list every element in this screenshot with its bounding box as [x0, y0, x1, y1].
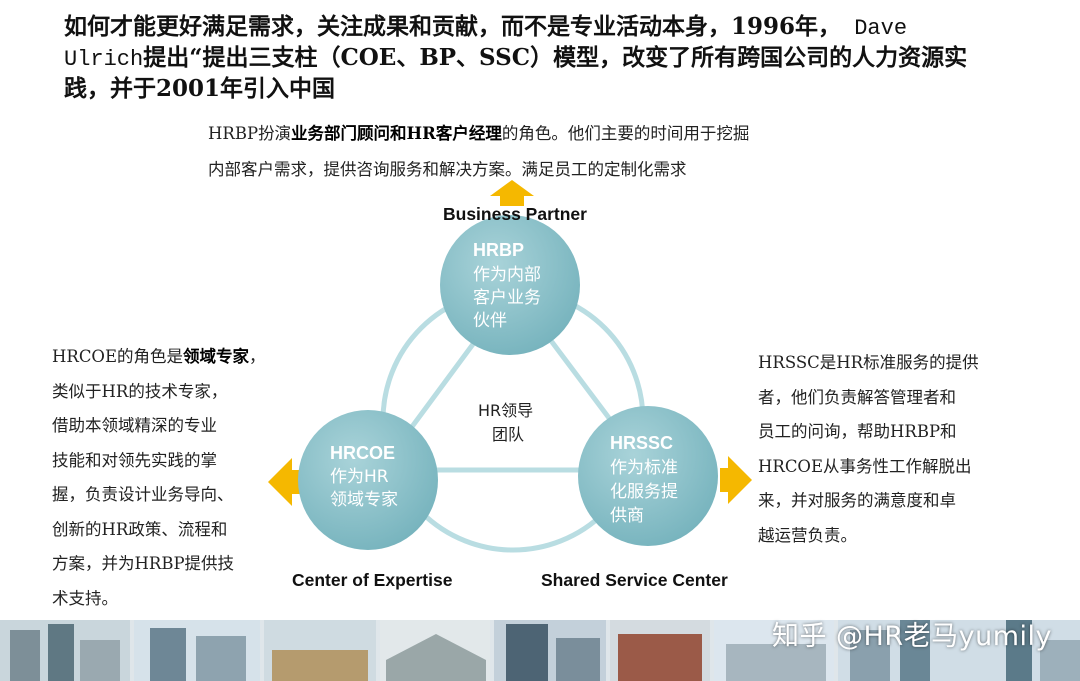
- hrcoe-node: [298, 410, 438, 550]
- ssc-desc-line: 越运营负责。: [758, 525, 857, 545]
- business-partner-label: Business Partner: [443, 204, 587, 224]
- hrbp-node-title: HRBP: [473, 240, 524, 260]
- shared-service-center-label: Shared Service Center: [541, 570, 728, 590]
- coe-desc-text: ，: [249, 347, 266, 366]
- hrssc-node-line: 作为标准: [610, 458, 678, 478]
- coe-desc-line: 握，负责设计业务导向、: [52, 485, 234, 504]
- hrbp-desc-text: HRBP扮演: [208, 124, 292, 143]
- heading-line-2: 提出“提出三支柱（COE、BP、SSC）模型，改变了所有跨国公司的人力资源实: [143, 44, 968, 71]
- coe-desc-line: 创新的HR政策、流程和: [52, 519, 228, 539]
- center-label: HR领导: [478, 401, 533, 420]
- hrcoe-node-line: 作为HR: [330, 467, 389, 487]
- right-arrow-icon: [720, 456, 752, 504]
- building-photo-strip: [0, 620, 1080, 681]
- heading-line-3: 践，并于2001年引入中国: [64, 75, 336, 102]
- heading-line-1: 如何才能更好满足需求，关注成果和贡献，而不是专业活动本身，1996年，: [64, 13, 842, 40]
- hrbp-desc-bold: 业务部门顾问和HR客户经理: [291, 124, 502, 143]
- heading-line-2-name: Ulrich: [64, 47, 144, 72]
- coe-desc-bold: 领域专家: [183, 347, 250, 366]
- ssc-desc-line: HRCOE从事务性工作解脱出: [758, 456, 972, 476]
- center-of-expertise-label: Center of Expertise: [292, 570, 453, 590]
- hrssc-node: [578, 406, 718, 546]
- page-heading: 如何才能更好满足需求，关注成果和贡献，而不是专业活动本身，1996年， Dave…: [64, 12, 1014, 103]
- hrbp-desc-text: 的角色。他们主要的时间用于挖掘: [501, 124, 750, 143]
- ssc-desc-line: 者，他们负责解答管理者和: [758, 387, 956, 407]
- hrssc-node-line: 化服务提: [610, 482, 678, 502]
- hrcoe-description: HRCOE的角色是领域专家， 类似于HR的技术专家， 借助本领域精深的专业 技能…: [52, 340, 284, 616]
- up-arrow-icon: [490, 180, 534, 206]
- heading-line-1-name: Dave: [841, 16, 908, 41]
- left-arrow-icon: [268, 458, 302, 506]
- triangle-connector: [375, 285, 653, 473]
- hrbp-node-line: 作为内部: [473, 265, 541, 285]
- ssc-desc-line: HRSSC是HR标准服务的提供: [758, 353, 979, 372]
- coe-desc-line: 技能和对领先实践的掌: [52, 450, 217, 470]
- ssc-desc-line: 员工的问询，帮助HRBP和: [758, 422, 957, 441]
- hrbp-node-line: 客户业务: [473, 288, 541, 308]
- coe-desc-text: HRCOE的角色是: [52, 347, 184, 366]
- hrbp-desc-line-2: 内部客户需求，提供咨询服务和解决方案。满足员工的定制化需求: [208, 160, 687, 179]
- watermark: 知乎 @HR老马yumily: [771, 621, 1052, 652]
- hrbp-node-line: 伙伴: [473, 311, 507, 331]
- three-pillar-diagram: Business Partner Center of Expertise Sha…: [268, 180, 752, 590]
- hrcoe-node-title: HRCOE: [330, 443, 395, 463]
- hrcoe-node-line: 领域专家: [330, 490, 398, 510]
- hrbp-description: HRBP扮演业务部门顾问和HR客户经理的角色。他们主要的时间用于挖掘 内部客户需…: [208, 116, 828, 188]
- hrssc-node-line: 供商: [610, 506, 644, 526]
- center-label: 团队: [492, 425, 524, 444]
- hrssc-description: HRSSC是HR标准服务的提供 者，他们负责解答管理者和 员工的问询，帮助HRB…: [758, 346, 1003, 553]
- hrssc-node-title: HRSSC: [610, 433, 673, 453]
- building-strip-graphic: [0, 620, 1080, 681]
- coe-desc-line: 类似于HR的技术专家，: [52, 381, 228, 401]
- coe-desc-line: 借助本领域精深的专业: [52, 416, 217, 435]
- coe-desc-line: 术支持。: [52, 588, 118, 608]
- coe-desc-line: 方案，并为HRBP提供技: [52, 554, 235, 573]
- ssc-desc-line: 来，并对服务的满意度和卓: [758, 491, 956, 510]
- hrbp-node: [440, 215, 580, 355]
